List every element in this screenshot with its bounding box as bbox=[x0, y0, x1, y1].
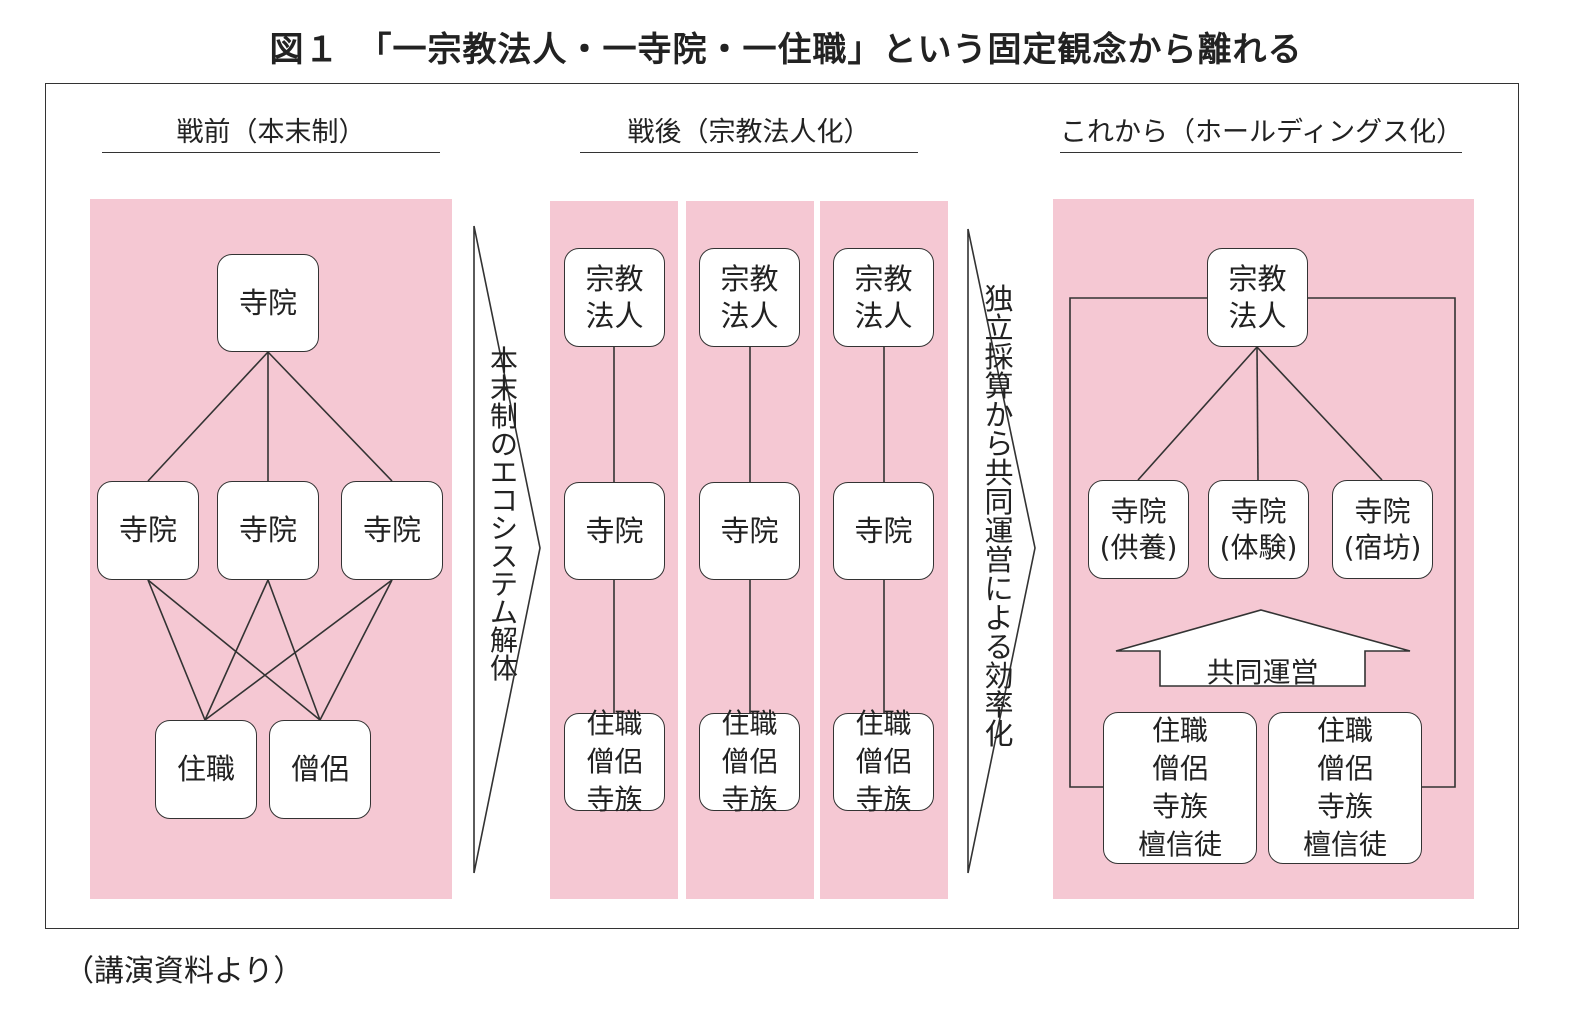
figure-title: 図１ 「一宗教法人・一寺院・一住職」という固定観念から離れる bbox=[269, 30, 1303, 70]
prewar-bottom-monk: 僧侶 bbox=[269, 720, 371, 819]
prewar-bottom-abbot: 住職 bbox=[155, 720, 257, 819]
postwar-corp-1: 宗教 法人 bbox=[564, 248, 665, 347]
postwar-corp-2: 宗教 法人 bbox=[699, 248, 800, 347]
postwar-staff-1: 住職 僧侶 寺族 bbox=[564, 707, 665, 816]
prewar-mid-temple-3: 寺院 bbox=[341, 481, 443, 580]
prewar-top-temple: 寺院 bbox=[217, 254, 319, 352]
future-staff-2: 住職 僧侶 寺族 檀信徒 bbox=[1268, 712, 1422, 864]
postwar-corp-3: 宗教 法人 bbox=[833, 248, 934, 347]
arrow-text-efficiency: 独立採算から共同運営による効率化 bbox=[984, 282, 1014, 751]
section-underline-postwar bbox=[580, 152, 918, 153]
section-title-future: これから（ホールディングス化） bbox=[1060, 117, 1464, 148]
section-underline-prewar bbox=[102, 152, 440, 153]
future-temple-lodging: 寺院 (宿坊) bbox=[1332, 480, 1433, 579]
postwar-temple-3: 寺院 bbox=[833, 482, 934, 580]
joint-operation-label: 共同運営 bbox=[1206, 656, 1319, 689]
diagram-frame bbox=[45, 83, 1519, 929]
postwar-temple-1: 寺院 bbox=[564, 482, 665, 580]
joint-operation-arrow bbox=[1115, 609, 1411, 687]
postwar-staff-2: 住職 僧侶 寺族 bbox=[699, 707, 800, 816]
future-temple-experience: 寺院 (体験) bbox=[1208, 480, 1309, 579]
source-caption: （講演資料より） bbox=[64, 954, 304, 989]
prewar-mid-temple-2: 寺院 bbox=[217, 481, 319, 580]
future-corp: 宗教 法人 bbox=[1207, 248, 1308, 347]
arrow-dismantle bbox=[473, 225, 541, 874]
arrow-text-dismantle: 本末制のエコシステム解体 bbox=[489, 344, 518, 685]
postwar-staff-3: 住職 僧侶 寺族 bbox=[833, 707, 934, 816]
postwar-temple-2: 寺院 bbox=[699, 482, 800, 580]
section-title-prewar: 戦前（本末制） bbox=[176, 117, 366, 148]
section-underline-future bbox=[1060, 152, 1462, 153]
prewar-mid-temple-1: 寺院 bbox=[97, 481, 199, 580]
future-staff-1: 住職 僧侶 寺族 檀信徒 bbox=[1103, 712, 1257, 864]
arrow-efficiency bbox=[967, 228, 1036, 874]
section-title-postwar: 戦後（宗教法人化） bbox=[627, 117, 871, 148]
future-temple-memorial: 寺院 (供養) bbox=[1088, 480, 1189, 579]
